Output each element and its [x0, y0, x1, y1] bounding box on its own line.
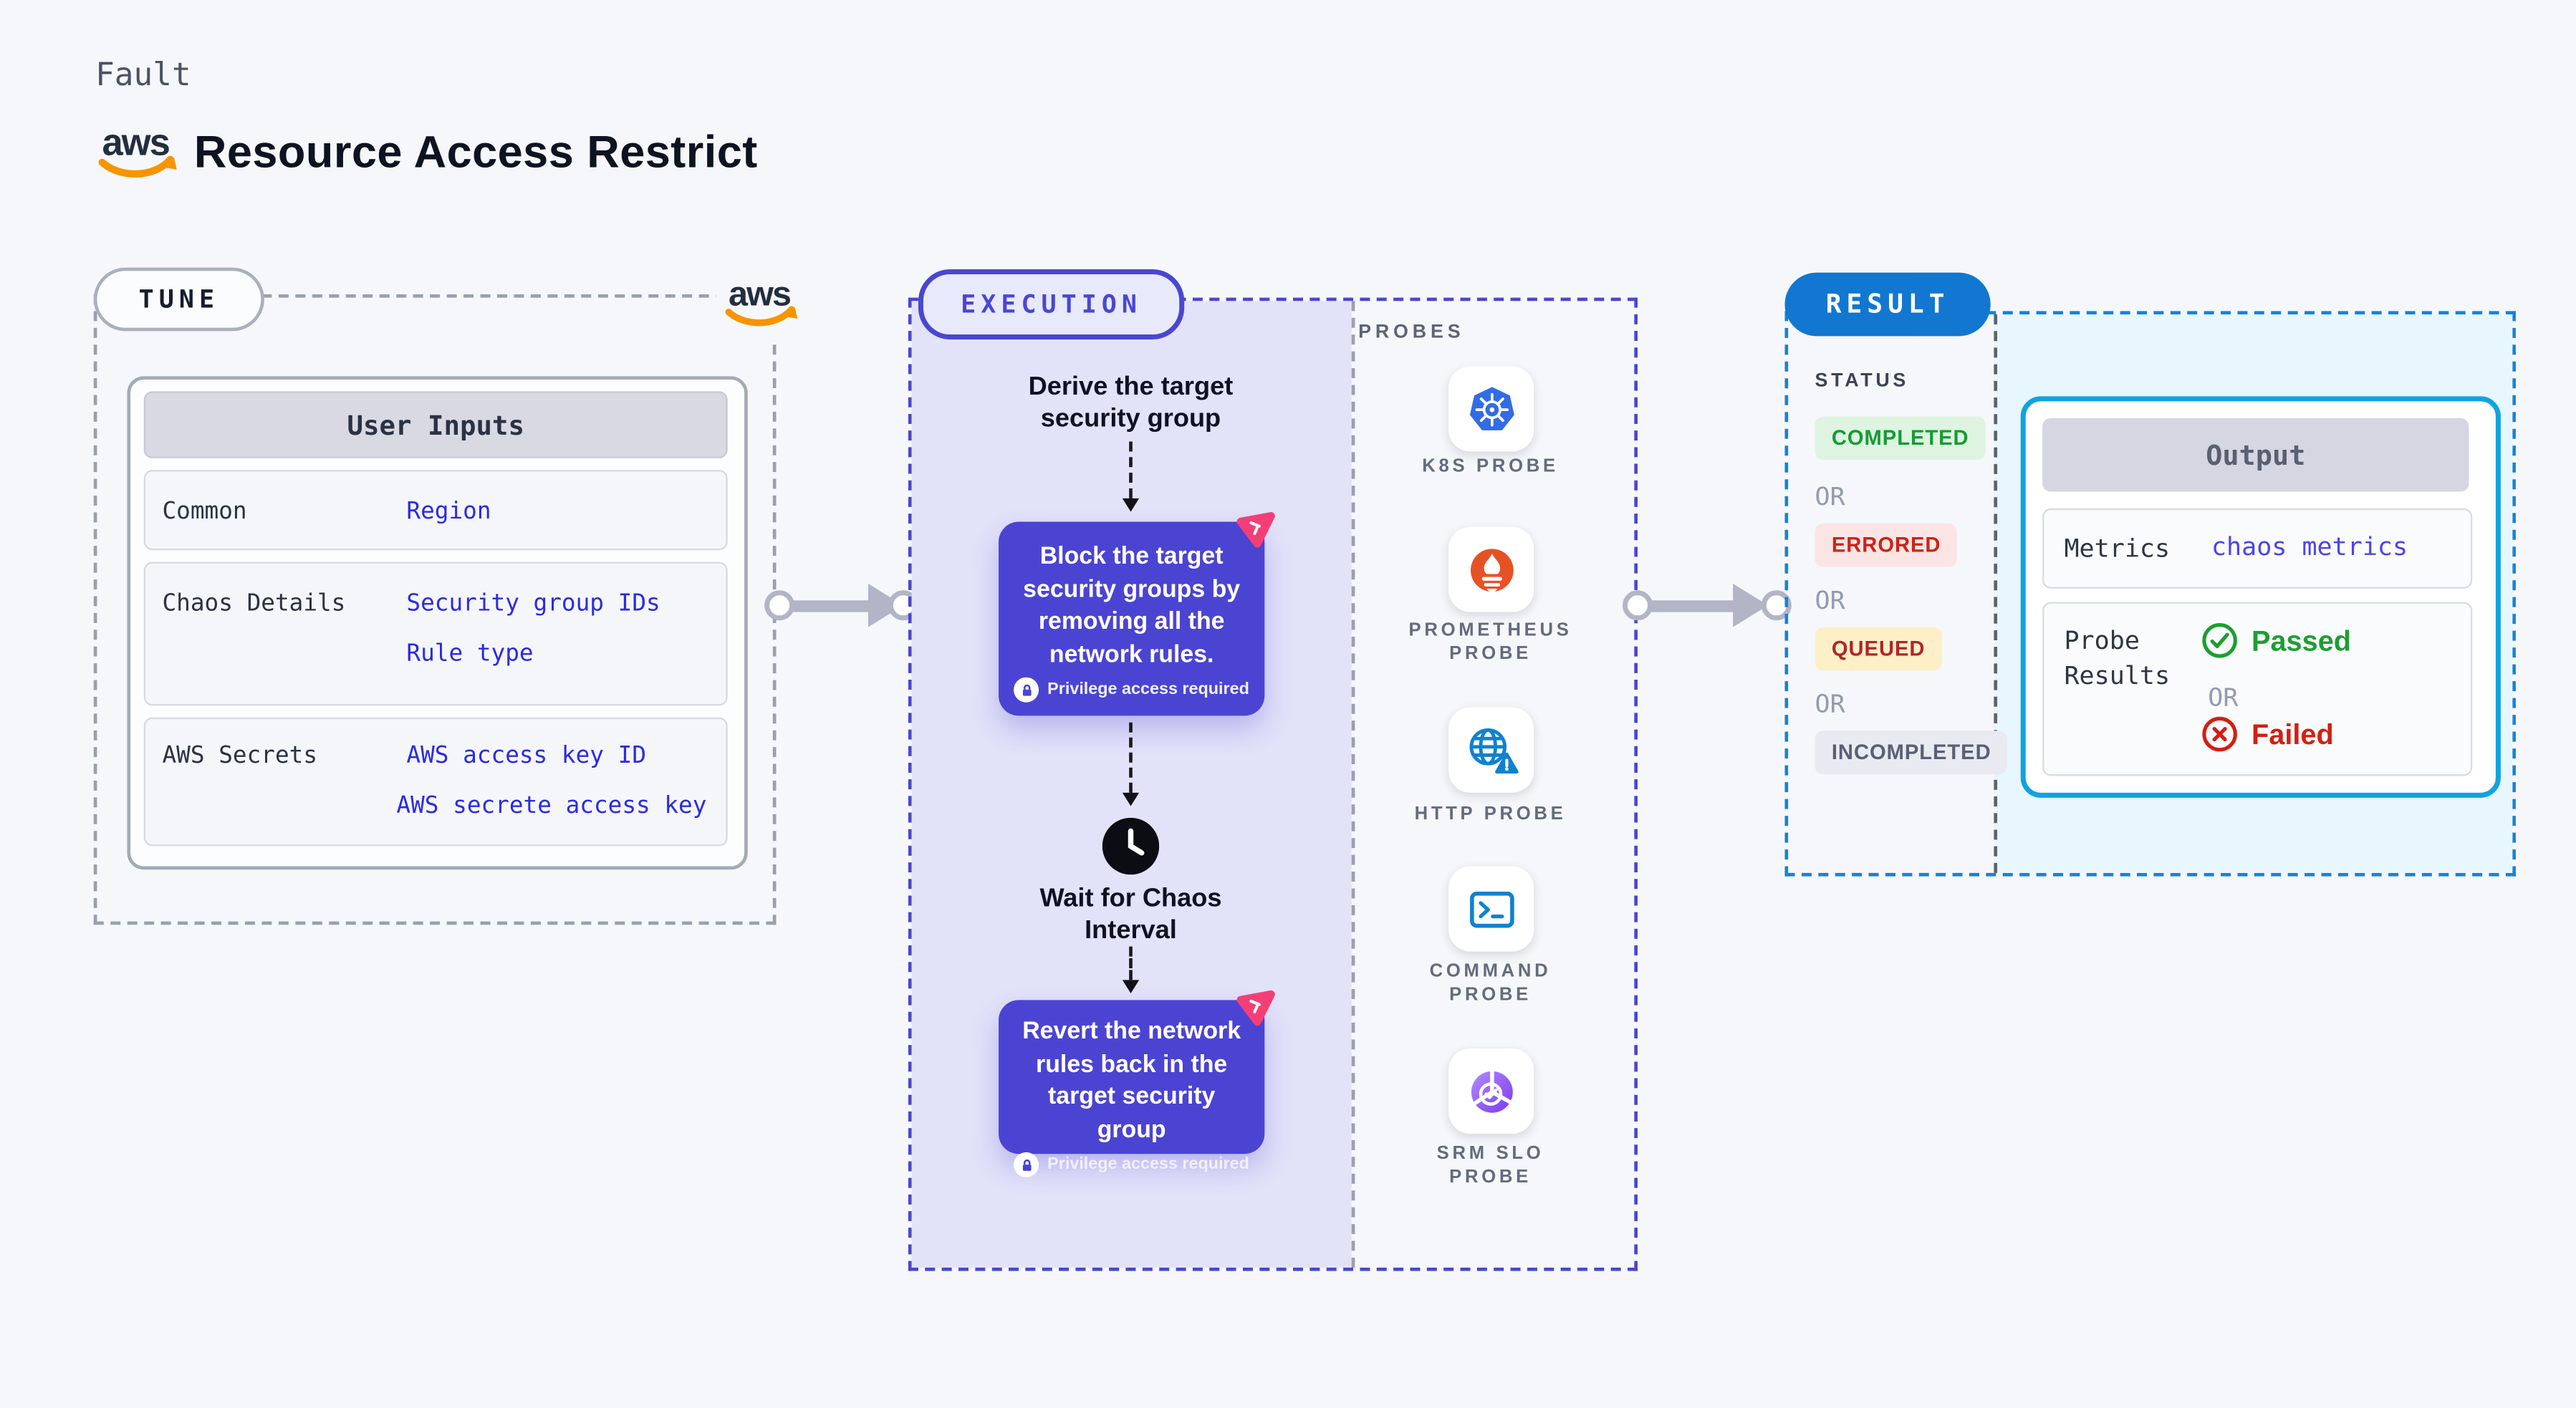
result-divider [1994, 314, 1998, 873]
probe-results-row: Probe Results Passed OR Failed [2042, 602, 2473, 776]
metrics-value: chaos metrics [2211, 531, 2408, 562]
user-inputs-header: User Inputs [143, 391, 728, 458]
kubernetes-icon [1469, 386, 1514, 430]
probe-name: PROMETHEUS PROBE [1408, 620, 1572, 663]
connector-ring-icon [1621, 589, 1652, 620]
flow-connector [1129, 441, 1133, 498]
probe-tile-srm-slo [1448, 1048, 1534, 1134]
row-label: Chaos Details [162, 590, 346, 617]
table-row-aws-secrets: AWS Secrets AWS access key ID AWS secret… [143, 717, 728, 847]
aws-corner-logo: aws [725, 274, 798, 327]
flow-arrowhead-icon [1121, 792, 1139, 806]
user-inputs-title: User Inputs [347, 408, 525, 441]
output-title: Output [2206, 438, 2306, 471]
probe-tile-prometheus [1448, 526, 1534, 612]
tune-pill-label: TUNE [138, 284, 220, 314]
prometheus-icon [1469, 548, 1513, 592]
privilege-note-text: Privilege access required [1047, 680, 1249, 700]
clock-icon [1102, 817, 1160, 875]
or-label: OR [2208, 682, 2239, 713]
metrics-label: Metrics [2064, 533, 2171, 564]
tune-pill: TUNE [93, 267, 264, 332]
connector-ring-icon [763, 589, 794, 620]
row-label: AWS Secrets [162, 742, 318, 770]
privilege-note: Privilege access required [999, 1152, 1264, 1177]
execution-pill-label: EXECUTION [961, 289, 1143, 319]
probe-name: COMMAND PROBE [1429, 961, 1552, 1005]
execution-pill: EXECUTION [918, 269, 1185, 340]
or-label: OR [1815, 585, 1845, 616]
flow-connector [1129, 946, 1133, 980]
probes-title: PROBES [1358, 322, 1465, 343]
http-globe-icon [1469, 727, 1519, 773]
chaos-pink-icon [1236, 512, 1275, 548]
or-label: OR [1815, 689, 1845, 720]
flow-arrowhead-icon [1121, 980, 1139, 994]
chaos-pink-icon [1236, 990, 1275, 1026]
privilege-note-text: Privilege access required [1047, 1155, 1249, 1175]
row-value: AWS secrete access key [396, 792, 707, 820]
block-action-box: Block the target security groups by remo… [999, 521, 1265, 716]
probe-tile-k8s [1448, 366, 1534, 452]
wait-step-title: Wait for Chaos Interval [1039, 884, 1222, 945]
aws-logo-text: aws [102, 122, 169, 164]
output-card: Output Metrics chaos metrics Probe Resul… [2020, 396, 2501, 798]
probe-name: SRM SLO PROBE [1436, 1144, 1544, 1187]
svg-text:aws: aws [729, 274, 791, 313]
metrics-row: Metrics chaos metrics [2042, 508, 2473, 589]
or-label: OR [1815, 481, 1845, 512]
failed-x-icon [2202, 716, 2237, 752]
probe-results-label: Probe Results [2064, 625, 2171, 691]
status-badge-errored: ERRORED [1815, 523, 1958, 567]
execution-to-result-arrow [1640, 600, 1739, 612]
flow-connector [1129, 722, 1133, 793]
status-badge-completed: COMPLETED [1815, 416, 1986, 461]
failed-label: Failed [2251, 719, 2334, 751]
row-value: AWS access key ID [406, 742, 647, 770]
status-label: STATUS [1815, 371, 1909, 392]
passed-label: Passed [2251, 625, 2352, 657]
probe-name: HTTP PROBE [1414, 804, 1567, 825]
tune-to-execution-arrow [782, 600, 877, 612]
slo-pie-icon [1470, 1069, 1512, 1112]
status-badge-queued: QUEUED [1815, 627, 1942, 671]
probe-name: K8S PROBE [1422, 456, 1559, 477]
flow-arrowhead-icon [1121, 498, 1139, 512]
revert-action-text: Revert the network rules back in the tar… [1022, 1018, 1241, 1144]
row-label: Common [162, 498, 247, 526]
probe-tile-command [1448, 866, 1534, 952]
result-pill: RESULT [1784, 272, 1991, 337]
page-title: Resource Access Restrict [193, 127, 758, 178]
row-value: Region [406, 498, 491, 526]
passed-check-icon [2202, 623, 2237, 658]
probe-tile-http [1448, 707, 1534, 793]
privilege-note: Privilege access required [999, 677, 1264, 703]
aws-logo: aws [98, 122, 177, 178]
lock-icon [1014, 1152, 1039, 1177]
table-row-common: Common Region [143, 470, 728, 551]
result-pill-label: RESULT [1825, 289, 1950, 319]
block-action-text: Block the target security groups by remo… [1023, 543, 1241, 668]
tune-aws-logo-patch: aws [716, 264, 803, 342]
aws-smile-icon [98, 155, 174, 178]
row-value: Rule type [406, 640, 534, 667]
lock-icon [1014, 677, 1039, 703]
derive-step-title: Derive the target security group [1028, 372, 1234, 433]
fault-eyebrow: Fault [95, 57, 191, 94]
probes-divider [1351, 301, 1355, 1268]
terminal-icon [1469, 890, 1514, 927]
row-value: Security group IDs [406, 590, 660, 617]
status-badge-incompleted: INCOMPLETED [1815, 730, 2008, 775]
revert-action-box: Revert the network rules back in the tar… [999, 1000, 1265, 1177]
table-row-chaos-details: Chaos Details Security group IDs Rule ty… [143, 561, 728, 706]
output-header: Output [2042, 418, 2469, 492]
